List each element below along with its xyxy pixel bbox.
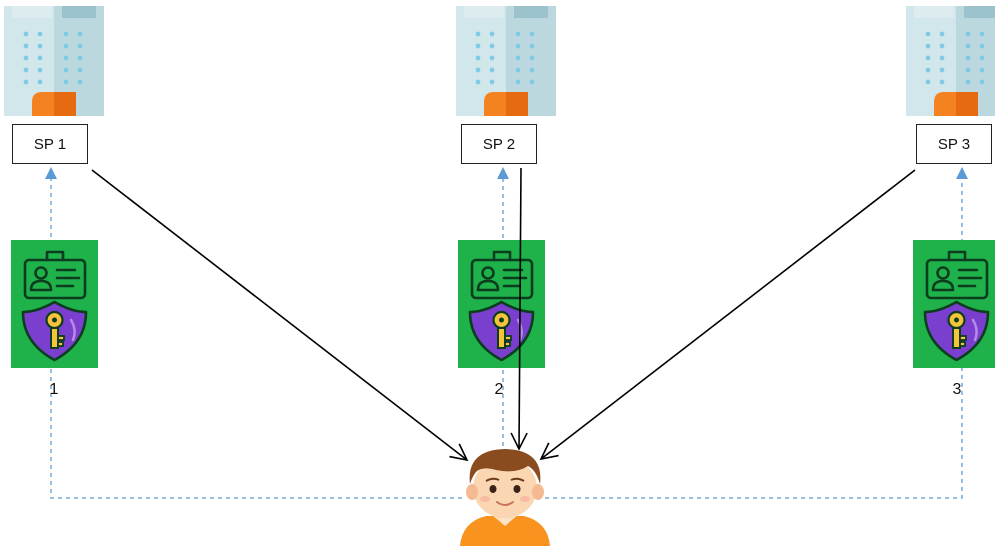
credential-card-icon — [456, 238, 547, 370]
service-provider-3-box: SP 3 — [916, 124, 992, 164]
office-building-icon — [4, 6, 104, 116]
credential-label-1: 1 — [49, 381, 59, 398]
credential-label-3: 3 — [952, 381, 962, 398]
arrow-sp2-to-user — [510, 167, 528, 451]
arrow-sp1-to-user — [91, 169, 469, 462]
dashed-path-3 — [545, 167, 968, 499]
service-provider-2-box: SP 2 — [461, 124, 537, 164]
office-building-icon — [906, 6, 995, 116]
credential-card-icon — [9, 238, 100, 370]
user-avatar-icon — [460, 449, 550, 546]
service-provider-1-box: SP 1 — [12, 124, 88, 164]
arrow-sp3-to-user — [539, 169, 916, 461]
credential-label-2: 2 — [494, 381, 504, 398]
dashed-path-1 — [45, 167, 462, 499]
office-building-icon — [456, 6, 556, 116]
credential-card-icon — [911, 238, 995, 370]
authentication-arrows — [91, 167, 916, 462]
